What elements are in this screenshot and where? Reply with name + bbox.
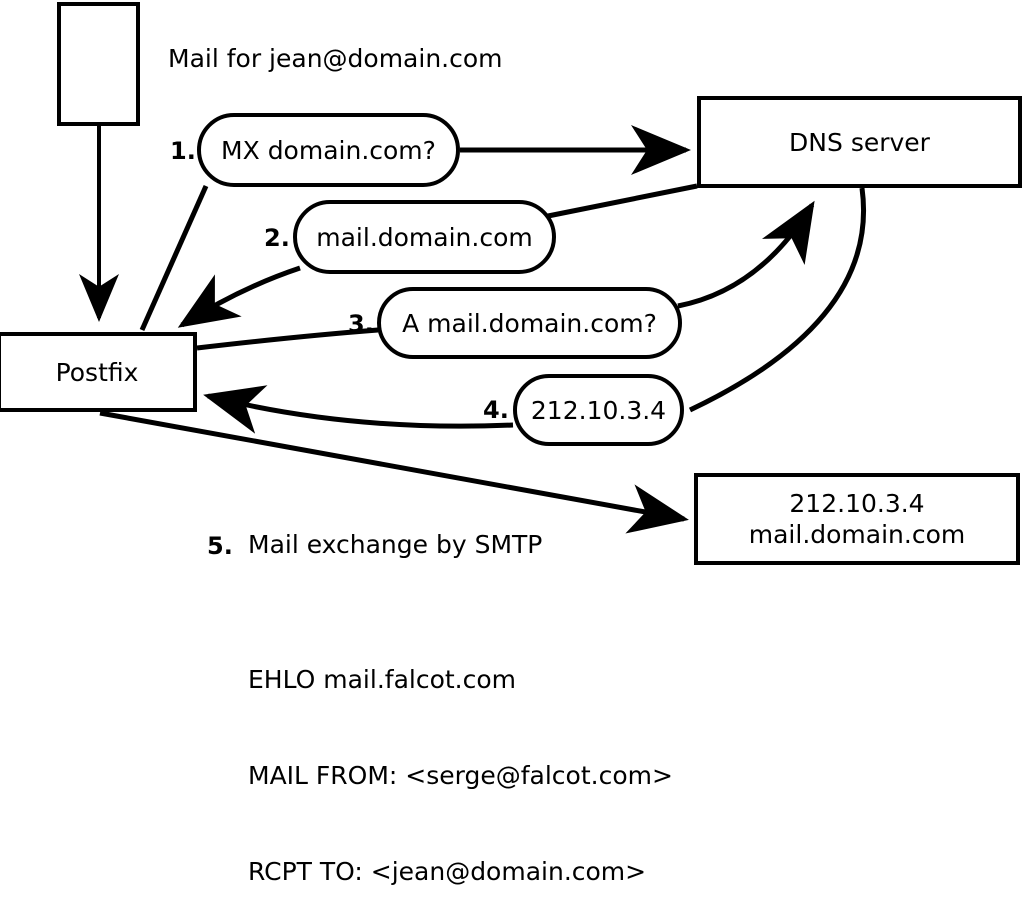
smtp-line: EHLO mail.falcot.com (248, 665, 517, 694)
connector-step1-tail (139, 184, 209, 332)
connector-step2-to-postfix (177, 265, 301, 328)
step-5-number: 5. (207, 532, 233, 560)
destination-ip-label: 212.10.3.4 (789, 489, 925, 518)
step-2-number: 2. (264, 224, 290, 252)
step-1-bubble-label: MX domain.com? (221, 135, 436, 165)
step-1-number: 1. (170, 137, 196, 165)
dns-server-box[interactable]: DNS server (697, 96, 1022, 188)
connector-step4-to-postfix (203, 385, 514, 434)
step-4-bubble-label: 212.10.3.4 (530, 395, 667, 425)
step-3-bubble[interactable]: A mail.domain.com? (377, 287, 682, 359)
postfix-label: Postfix (55, 357, 139, 387)
step-4-number: 4. (483, 396, 509, 424)
sender-box[interactable] (57, 2, 140, 126)
step-1-bubble[interactable]: MX domain.com? (197, 113, 460, 187)
incoming-mail-caption: Mail for jean@domain.com (168, 44, 503, 73)
connector-step3-from-postfix (196, 327, 379, 351)
step-4-bubble[interactable]: 212.10.3.4 (513, 374, 684, 446)
smtp-line: MAIL FROM: <serge@falcot.com> (248, 761, 673, 790)
connector-step3-to-dns (677, 200, 815, 309)
destination-box[interactable]: 212.10.3.4 mail.domain.com (694, 473, 1020, 565)
dns-server-label: DNS server (789, 127, 930, 157)
connector-step5-to-destination (99, 410, 689, 534)
step-2-bubble[interactable]: mail.domain.com (293, 200, 556, 274)
smtp-line: RCPT TO: <jean@domain.com> (248, 857, 647, 886)
step-3-bubble-label: A mail.domain.com? (402, 308, 657, 338)
step-2-bubble-label: mail.domain.com (316, 222, 533, 252)
connector-step2-from-dns (547, 183, 698, 219)
step-5-label: Mail exchange by SMTP (248, 530, 543, 559)
smtp-transcript: EHLO mail.falcot.com MAIL FROM: <serge@f… (248, 600, 673, 919)
destination-host-label: mail.domain.com (748, 520, 966, 549)
postfix-box[interactable]: Postfix (0, 332, 197, 412)
step-3-number: 3. (348, 310, 374, 338)
connector-step4-from-dns (688, 187, 866, 413)
